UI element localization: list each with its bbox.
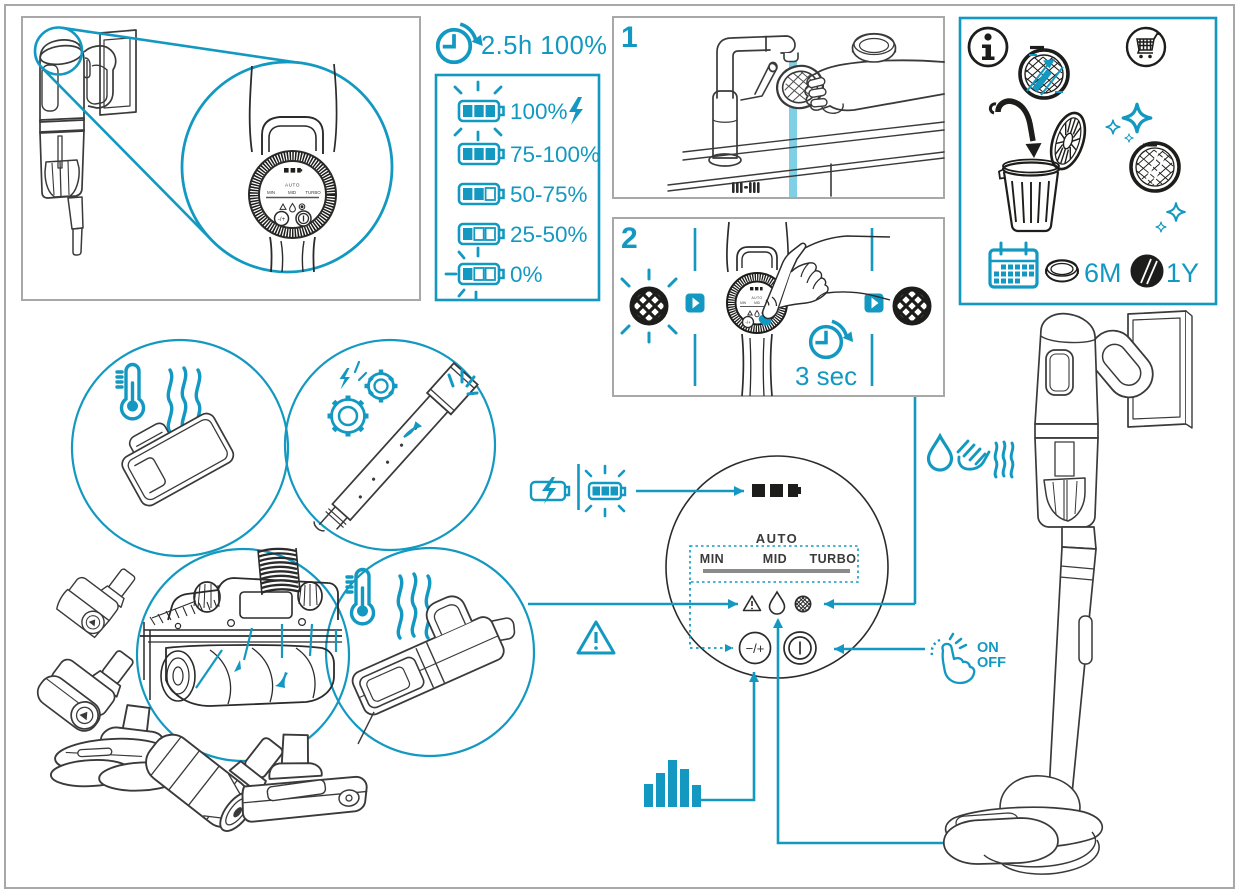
svg-text:1: 1 xyxy=(621,21,638,54)
svg-text:MIN: MIN xyxy=(267,190,275,195)
svg-text:TURBO: TURBO xyxy=(810,552,857,566)
svg-text:0%: 0% xyxy=(510,262,543,287)
svg-text:TURBO: TURBO xyxy=(305,190,321,195)
svg-text:ON: ON xyxy=(977,640,999,656)
svg-text:75-100%: 75-100% xyxy=(510,142,600,167)
svg-text:6M: 6M xyxy=(1084,258,1122,288)
svg-text:-/+: -/+ xyxy=(745,320,751,325)
svg-text:MIN: MIN xyxy=(740,301,747,305)
svg-text:OFF: OFF xyxy=(977,655,1006,671)
svg-text:MID: MID xyxy=(754,301,761,305)
svg-text:AUTO: AUTO xyxy=(285,183,300,188)
svg-text:MIN: MIN xyxy=(700,552,724,566)
svg-text:MID: MID xyxy=(288,190,296,195)
svg-text:-/+: -/+ xyxy=(278,217,286,223)
svg-text:100%: 100% xyxy=(510,99,568,124)
svg-text:2.5h 100%: 2.5h 100% xyxy=(481,32,607,60)
svg-text:3 sec: 3 sec xyxy=(795,361,857,391)
svg-text:25-50%: 25-50% xyxy=(510,222,588,247)
svg-text:MID: MID xyxy=(763,552,787,566)
svg-text:1Y: 1Y xyxy=(1166,258,1199,288)
svg-text:AUTO: AUTO xyxy=(756,531,799,546)
svg-text:2: 2 xyxy=(621,222,638,255)
svg-text:50-75%: 50-75% xyxy=(510,182,588,207)
svg-text:AUTO: AUTO xyxy=(752,296,763,300)
svg-text:−/+: −/+ xyxy=(746,641,765,656)
